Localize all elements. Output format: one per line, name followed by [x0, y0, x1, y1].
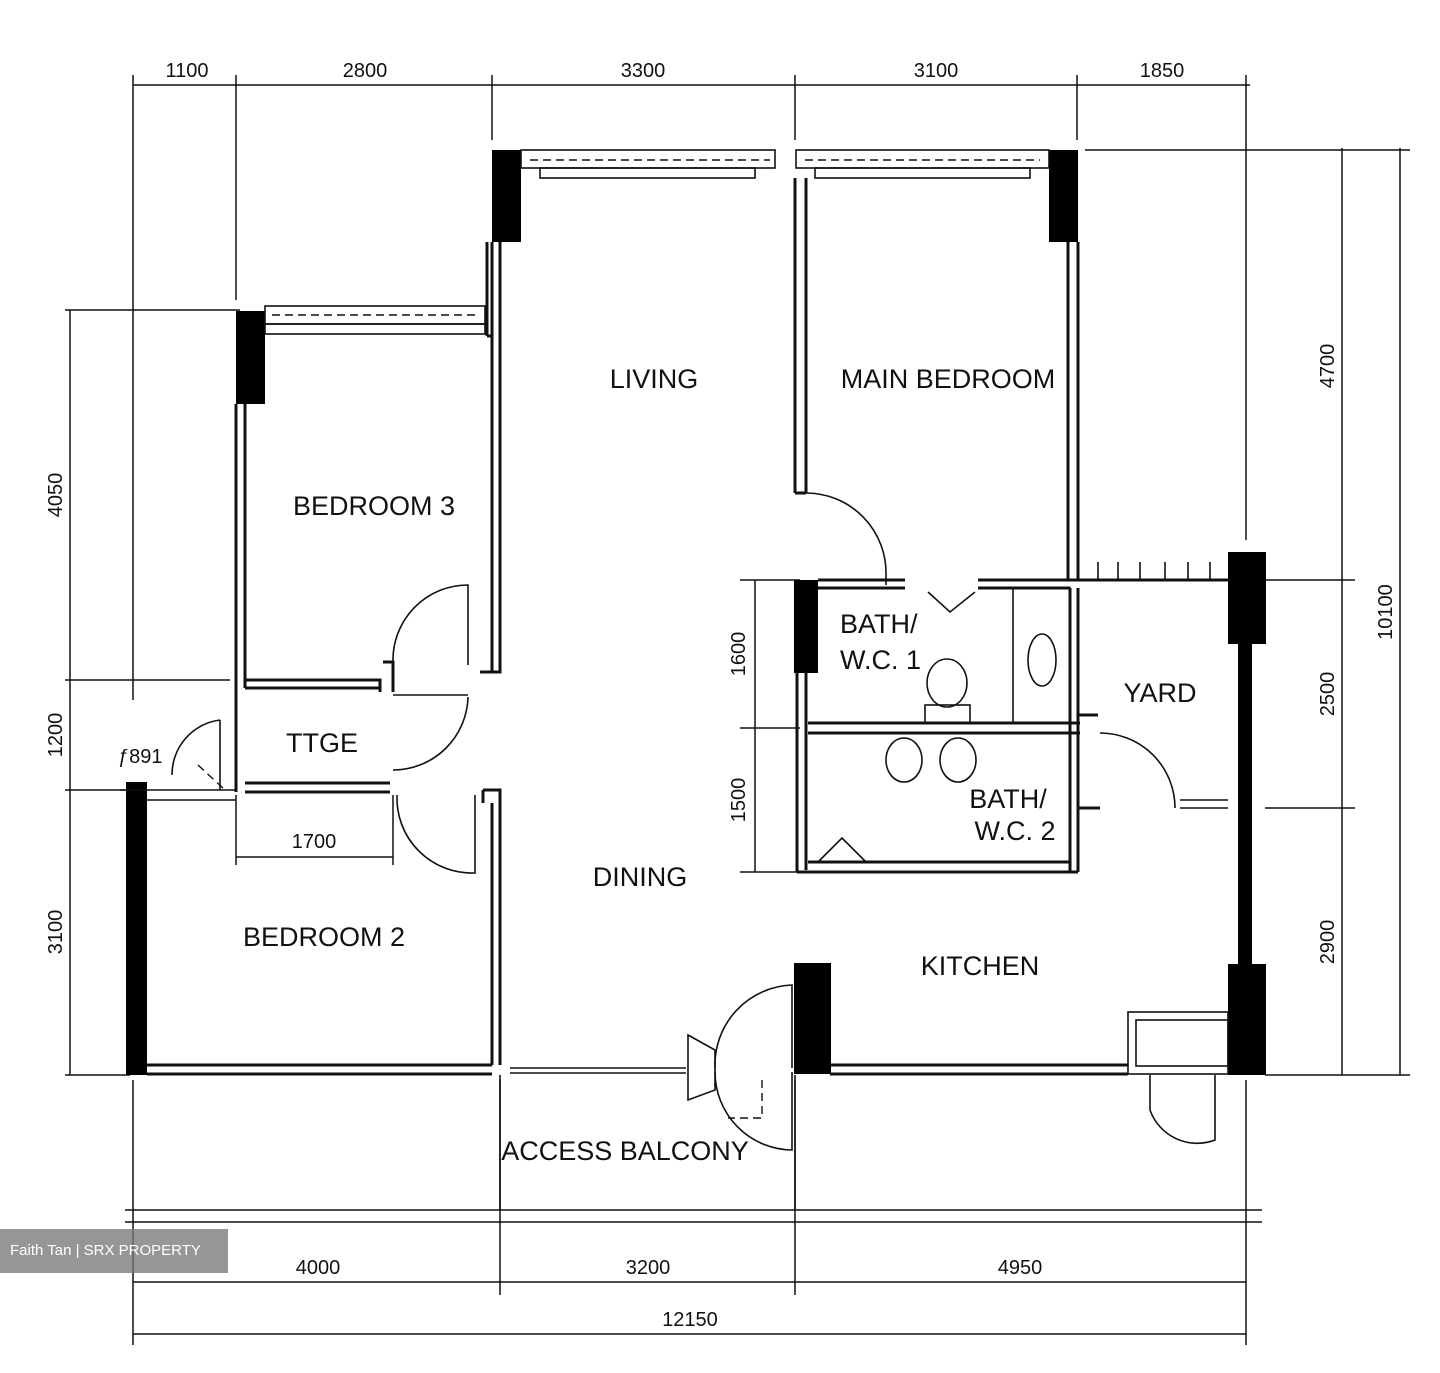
dim-overall-width: 12150 — [662, 1309, 718, 1331]
dim-top-3300: 3300 — [621, 60, 666, 82]
dim-bottom-4000: 4000 — [296, 1257, 341, 1279]
room-label-main-bedroom: MAIN BEDROOM — [841, 364, 1056, 394]
dim-top-3100: 3100 — [914, 60, 959, 82]
dim-left-1200: 1200 — [45, 713, 67, 758]
room-label-bath-wc1-line2: W.C. 1 — [840, 645, 921, 675]
dim-inner-1600: 1600 — [728, 632, 750, 677]
dim-top-2800: 2800 — [343, 60, 388, 82]
dim-overall-depth: 10100 — [1375, 584, 1397, 640]
room-label-yard: YARD — [1123, 678, 1196, 708]
room-label-bedroom-2: BEDROOM 2 — [243, 922, 405, 952]
doors — [171, 492, 1216, 1151]
room-label-dining: DINING — [593, 862, 688, 892]
dim-top-1100: 1100 — [165, 60, 208, 82]
fixtures — [885, 633, 1057, 783]
room-labels: LIVING MAIN BEDROOM BEDROOM 3 TTGE BEDRO… — [118, 364, 1197, 1166]
dim-inner-1500: 1500 — [728, 778, 750, 823]
dim-left-3100: 3100 — [45, 910, 67, 955]
room-label-access-balcony: ACCESS BALCONY — [501, 1136, 749, 1166]
room-label-bomb-shelter: ƒ891 — [118, 746, 163, 768]
room-label-bath-wc1-line1: BATH/ — [840, 609, 918, 639]
dim-right-2500: 2500 — [1317, 672, 1339, 717]
structural-columns — [126, 150, 1266, 1075]
dim-bottom-4950: 4950 — [998, 1257, 1043, 1279]
dim-left-4050: 4050 — [45, 473, 67, 518]
room-label-living: LIVING — [610, 364, 699, 394]
walls — [120, 149, 1230, 1210]
dim-top-1850: 1850 — [1140, 60, 1185, 82]
room-label-bedroom-3: BEDROOM 3 — [293, 491, 455, 521]
room-label-bath-wc2-line1: BATH/ — [969, 784, 1047, 814]
room-label-bath-wc2-line2: W.C. 2 — [974, 816, 1055, 846]
watermark: Faith Tan | SRX PROPERTY — [0, 1229, 228, 1273]
dim-right-4700: 4700 — [1317, 344, 1339, 389]
dim-right-2900: 2900 — [1317, 920, 1339, 965]
dimension-labels: 1100 2800 3300 3100 1850 4000 3200 4950 … — [45, 60, 1397, 1331]
dim-inner-1700: 1700 — [292, 831, 337, 853]
room-label-kitchen: KITCHEN — [921, 951, 1040, 981]
room-label-store: TTGE — [286, 728, 358, 758]
dim-bottom-3200: 3200 — [626, 1257, 671, 1279]
